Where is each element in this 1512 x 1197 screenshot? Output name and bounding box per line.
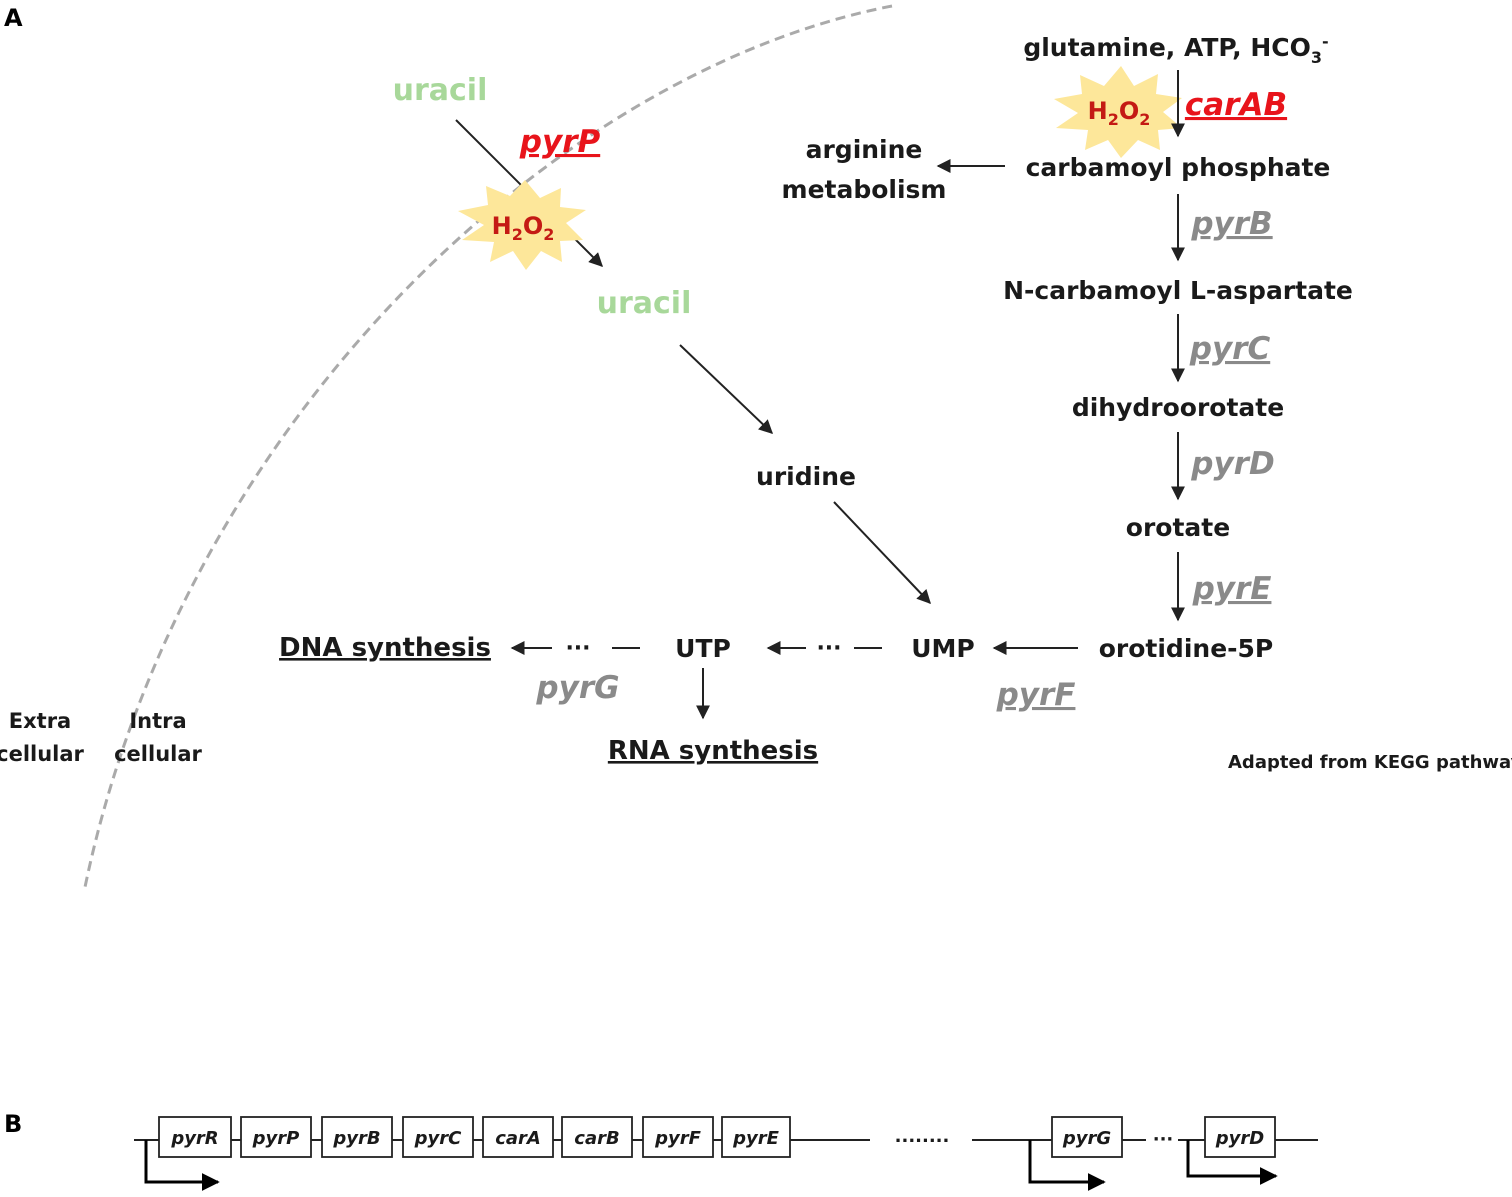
gene-label-carA: carA xyxy=(495,1128,541,1149)
gene-label-pyrF: pyrF xyxy=(654,1128,701,1149)
gene-box-carB xyxy=(561,1116,633,1158)
gene-pyrB: pyrB xyxy=(1190,206,1272,242)
substrates-text: glutamine, ATP, HCO xyxy=(1023,33,1311,62)
gene-box-pyrR xyxy=(158,1116,232,1158)
svg-text:H2O2: H2O2 xyxy=(1088,97,1151,129)
extra-label-2: cellular xyxy=(0,742,85,766)
credit-text: Adapted from KEGG pathway xyxy=(1228,752,1512,773)
gene-pyrE: pyrE xyxy=(1192,571,1272,607)
gene-label-pyrC: pyrC xyxy=(414,1128,462,1149)
dna-synthesis: DNA synthesis xyxy=(279,633,491,663)
metab-orotate: orotate xyxy=(1126,513,1230,542)
metab-substrates: glutamine, ATP, HCO3- xyxy=(1023,32,1328,67)
metab-n-carbamoyl: N-carbamoyl L-aspartate xyxy=(1003,276,1353,305)
h2o2-O-2: O xyxy=(1119,97,1139,125)
h2o2-sub-4: 2 xyxy=(1139,110,1150,129)
extra-label-1: Extra xyxy=(9,709,71,733)
h2o2-H: H xyxy=(492,212,512,240)
gene-box-pyrD xyxy=(1204,1116,1276,1158)
ump-utp-ellipsis: ··· xyxy=(816,636,841,661)
h2o2-sub-2: 2 xyxy=(543,225,554,244)
promoter-2 xyxy=(1028,1140,1106,1191)
gene-box-pyrF xyxy=(642,1116,714,1158)
gene-box-pyrP xyxy=(240,1116,312,1158)
h2o2-sub-3: 2 xyxy=(1108,110,1119,129)
metab-arginine-1: arginine xyxy=(806,135,923,164)
gene-box-pyrE xyxy=(721,1116,791,1158)
promoter-3 xyxy=(1186,1140,1278,1185)
operon-cluster-1: pyrR pyrP pyrB pyrC carA carB pyrF pyrE xyxy=(158,1116,791,1158)
operon-gap-2: ··· xyxy=(1153,1129,1174,1150)
metab-carbamoyl-phosphate: carbamoyl phosphate xyxy=(1026,153,1331,182)
intra-label-2: cellular xyxy=(114,742,202,766)
gene-label-pyrB: pyrB xyxy=(332,1128,380,1149)
gene-pyrC: pyrC xyxy=(1189,331,1271,367)
gene-label-carB: carB xyxy=(574,1128,619,1149)
h2o2-burst-carAB: H2O2 xyxy=(1054,66,1182,158)
h2o2-burst-pyrP: H2O2 xyxy=(458,180,586,270)
metab-orotidine: orotidine-5P xyxy=(1099,634,1274,663)
substrates-sup: - xyxy=(1322,32,1329,51)
operon-cluster-2: pyrG xyxy=(1051,1116,1123,1158)
metab-dihydroorotate: dihydroorotate xyxy=(1072,393,1284,422)
uridine-to-ump-arrow xyxy=(833,501,931,605)
operon-gap: ........ xyxy=(895,1126,950,1147)
gene-box-carA xyxy=(482,1116,554,1158)
gene-pyrD: pyrD xyxy=(1190,446,1274,482)
gene-pyrP: pyrP xyxy=(519,124,601,160)
svg-text:H2O2: H2O2 xyxy=(492,212,555,244)
metab-utp: UTP xyxy=(675,634,731,663)
gene-label-pyrE: pyrE xyxy=(732,1128,779,1149)
panel-label-b: B xyxy=(4,1110,22,1138)
rna-synthesis: RNA synthesis xyxy=(608,736,818,766)
promoter-1 xyxy=(144,1140,220,1191)
gene-box-pyrG xyxy=(1051,1116,1123,1158)
metab-uridine: uridine xyxy=(756,462,856,491)
substrates-sub: 3 xyxy=(1311,48,1322,67)
intra-label-1: Intra xyxy=(129,709,186,733)
h2o2-H-2: H xyxy=(1088,97,1108,125)
metab-arginine-2: metabolism xyxy=(782,175,947,204)
cell-membrane xyxy=(82,4,893,893)
gene-label-pyrG: pyrG xyxy=(1062,1128,1111,1149)
gene-pyrF: pyrF xyxy=(996,677,1076,713)
uracil-to-uridine-arrow xyxy=(679,344,774,434)
h2o2-O: O xyxy=(523,212,543,240)
gene-label-pyrD: pyrD xyxy=(1215,1128,1264,1149)
gene-label-pyrP: pyrP xyxy=(252,1128,300,1149)
uracil-extracellular: uracil xyxy=(393,73,488,108)
gene-carAB: carAB xyxy=(1185,87,1287,123)
operon-cluster-3: pyrD xyxy=(1204,1116,1276,1158)
gene-pyrG: pyrG xyxy=(535,670,619,706)
gene-box-pyrB xyxy=(321,1116,393,1158)
gene-label-pyrR: pyrR xyxy=(170,1128,218,1149)
panel-label-a: A xyxy=(4,4,23,32)
utp-dna-ellipsis: ··· xyxy=(565,636,590,661)
uracil-intracellular: uracil xyxy=(597,286,692,321)
metab-ump: UMP xyxy=(911,634,975,663)
gene-box-pyrC xyxy=(402,1116,474,1158)
h2o2-sub-1: 2 xyxy=(512,225,523,244)
